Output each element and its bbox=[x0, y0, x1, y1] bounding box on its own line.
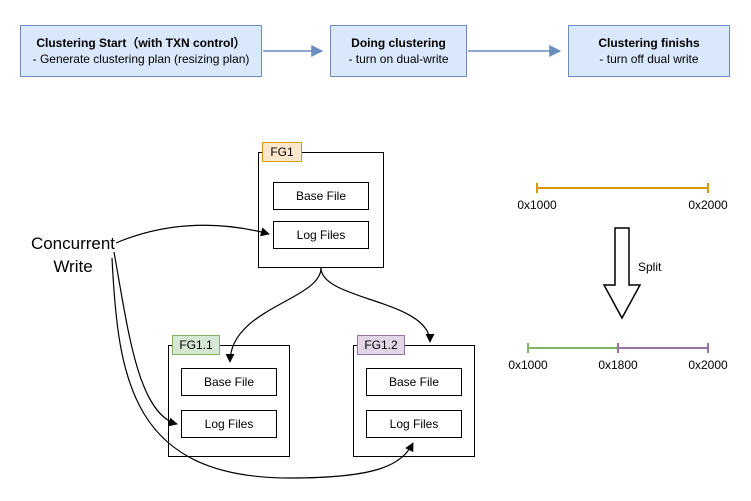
concurrent-write-arrow-fg1-logs bbox=[115, 224, 270, 244]
file-group-fg1-tag: FG1 bbox=[262, 142, 302, 162]
range-bottom-mid-label: 0x1800 bbox=[598, 358, 638, 372]
file-group-fg12-box bbox=[353, 345, 475, 457]
fg1-base-file-label: Base File bbox=[295, 189, 347, 203]
range-bottom-start-label: 0x1000 bbox=[508, 358, 548, 372]
flow-step-title: Doing clustering bbox=[351, 35, 446, 50]
range-bottom-end-label: 0x2000 bbox=[688, 358, 728, 372]
fg11-base-file-label: Base File bbox=[203, 375, 255, 389]
flow-step-subtitle: - turn on dual-write bbox=[348, 52, 449, 66]
fg12-base-file-label: Base File bbox=[388, 375, 440, 389]
fg11-base-file-box: Base File bbox=[181, 368, 277, 396]
file-group-fg11-box bbox=[168, 345, 290, 457]
flow-step-subtitle: - Generate clustering plan (resizing pla… bbox=[32, 52, 250, 66]
fg11-log-files-box: Log Files bbox=[181, 410, 277, 438]
file-group-fg11-label: FG1.1 bbox=[179, 338, 213, 352]
flow-step-clustering-finishes: Clustering finishs - turn off dual write bbox=[568, 25, 730, 77]
file-group-fg1-box bbox=[258, 152, 384, 268]
file-group-fg12-tag: FG1.2 bbox=[357, 335, 405, 355]
concurrent-write-line1: Concurrent bbox=[30, 234, 116, 253]
flow-step-title: Clustering finishs bbox=[598, 35, 700, 50]
file-group-fg11-tag: FG1.1 bbox=[172, 335, 220, 355]
range-top-end-label: 0x2000 bbox=[688, 198, 728, 212]
concurrent-write-line2: Write bbox=[53, 256, 93, 276]
flow-step-subtitle: - turn off dual write bbox=[599, 52, 699, 66]
file-group-fg1-label: FG1 bbox=[270, 145, 294, 159]
fg12-base-file-box: Base File bbox=[366, 368, 462, 396]
branch-arrow-fg1-to-fg12 bbox=[320, 267, 435, 343]
split-down-arrow bbox=[602, 227, 642, 320]
split-label: Split bbox=[638, 260, 662, 274]
fg1-log-files-box: Log Files bbox=[273, 221, 369, 249]
fg12-log-files-label: Log Files bbox=[389, 417, 439, 431]
concurrent-write-label: Concurrent Write bbox=[13, 233, 133, 279]
fg11-log-files-label: Log Files bbox=[204, 417, 254, 431]
fg12-log-files-box: Log Files bbox=[366, 410, 462, 438]
fg1-base-file-box: Base File bbox=[273, 182, 369, 210]
fg1-log-files-label: Log Files bbox=[296, 228, 346, 242]
flow-step-clustering-start: Clustering Start（with TXN control） - Gen… bbox=[20, 25, 262, 77]
file-group-fg12-label: FG1.2 bbox=[364, 338, 398, 352]
range-top-start-label: 0x1000 bbox=[517, 198, 557, 212]
flow-step-doing-clustering: Doing clustering - turn on dual-write bbox=[330, 25, 467, 77]
flow-step-title: Clustering Start（with TXN control） bbox=[36, 35, 246, 50]
